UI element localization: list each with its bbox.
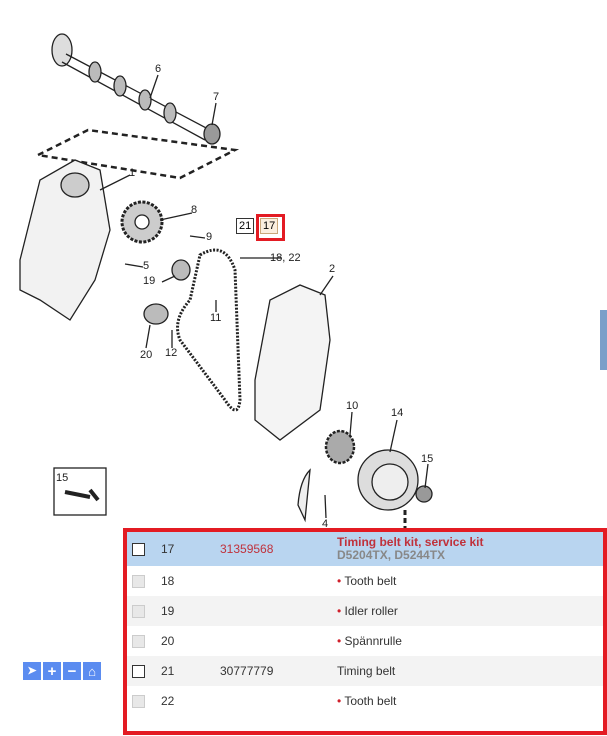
row-checkbox: [132, 574, 145, 588]
rear-cover: [19, 159, 111, 321]
parts-diagram: 6 7 1 8 9 5 19 18, 22 2 11 12 20 10 14 1…: [19, 33, 433, 530]
callout-19[interactable]: 19: [143, 275, 155, 287]
row-checkbox: [132, 694, 145, 708]
callout-5[interactable]: 5: [143, 260, 149, 272]
side-panel-handle[interactable]: [600, 310, 607, 370]
home-icon[interactable]: ⌂: [83, 662, 101, 680]
front-cover: [254, 284, 331, 441]
callout-1[interactable]: 1: [129, 167, 135, 179]
callout-18-22[interactable]: 18, 22: [270, 252, 301, 264]
callout-14[interactable]: 14: [391, 407, 403, 419]
callout-4[interactable]: 4: [322, 518, 328, 530]
callout-9[interactable]: 9: [206, 231, 212, 243]
callout-6[interactable]: 6: [155, 63, 161, 75]
row-checkbox: [132, 634, 145, 648]
timing-belt: [176, 248, 242, 412]
callout-11[interactable]: 11: [210, 312, 221, 324]
parts-list: 17 31359568 Timing belt kit, service kit…: [123, 528, 607, 735]
inset-label-15: 15: [56, 472, 68, 484]
row-checkbox[interactable]: [132, 542, 145, 556]
callout-7[interactable]: 7: [213, 91, 219, 103]
callout-2[interactable]: 2: [329, 263, 335, 275]
callout-12[interactable]: 12: [165, 347, 177, 359]
table-row[interactable]: 22 • Tooth belt: [127, 686, 603, 716]
ref-box-21[interactable]: 21: [236, 218, 255, 234]
row-checkbox: [132, 604, 145, 618]
callout-20[interactable]: 20: [140, 349, 152, 361]
row-checkbox[interactable]: [132, 664, 145, 678]
table-row[interactable]: 18 • Tooth belt: [127, 566, 603, 596]
table-row[interactable]: 17 31359568 Timing belt kit, service kit…: [127, 532, 603, 566]
ref-box-17[interactable]: 17: [260, 218, 279, 234]
table-row[interactable]: 21 30777779 Timing belt: [127, 656, 603, 686]
diagram-toolbar: ➤ + − ⌂: [23, 662, 101, 680]
table-row[interactable]: 20 • Spännrulle: [127, 626, 603, 656]
camshaft: [51, 33, 221, 145]
callout-15[interactable]: 15: [421, 453, 433, 465]
pointer-icon[interactable]: ➤: [23, 662, 41, 680]
callout-8[interactable]: 8: [191, 204, 197, 216]
zoom-in-icon[interactable]: +: [43, 662, 61, 680]
part-number[interactable]: 31359568: [220, 542, 274, 556]
part-number[interactable]: 30777779: [220, 664, 274, 678]
callout-10[interactable]: 10: [346, 400, 358, 412]
table-row[interactable]: 19 • Idler roller: [127, 596, 603, 626]
zoom-out-icon[interactable]: −: [63, 662, 81, 680]
highlight-17: [256, 214, 285, 241]
